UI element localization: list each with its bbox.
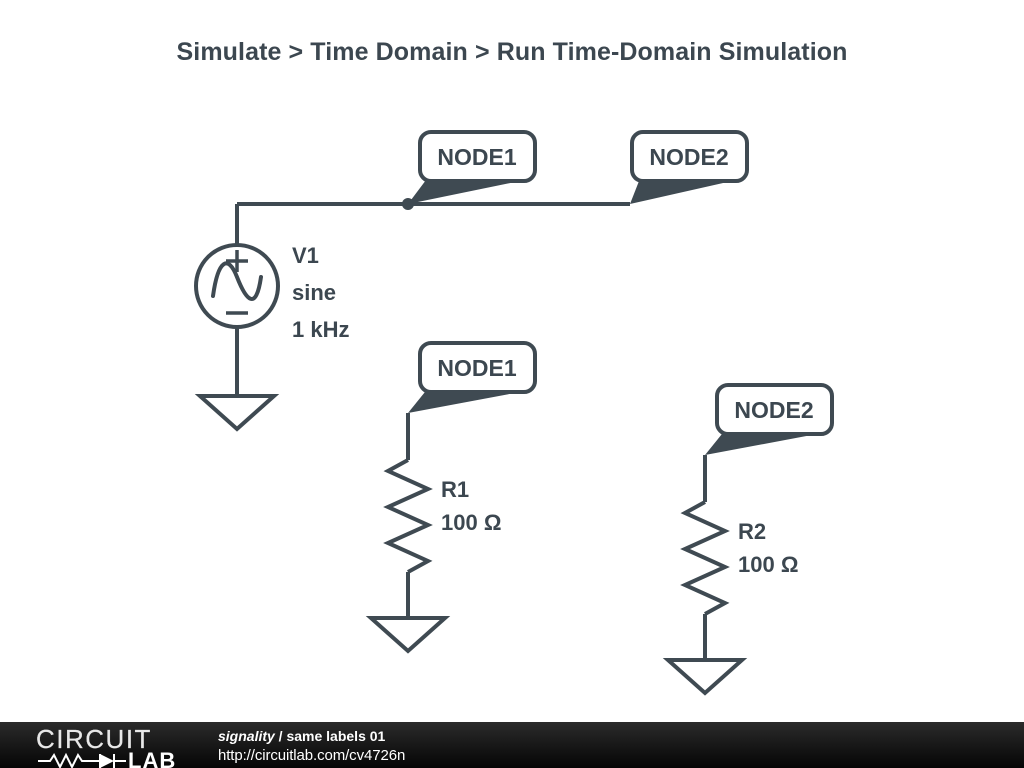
resistor-r1-zigzag [383,458,433,574]
node-label-text: NODE1 [437,144,516,170]
node-label-top-node2[interactable]: NODE2 [630,130,749,204]
logo-top-word: CIRCUIT [36,726,152,754]
component-designator: R1 [441,477,469,502]
circuitlab-logo: CIRCUIT LAB [36,726,176,768]
node-label-top-node1[interactable]: NODE1 [408,130,537,204]
footer-separator: / [274,728,287,744]
footer-bar: CIRCUIT LAB signality / same labels 01 h… [0,722,1024,768]
component-waveform: sine [292,280,336,305]
component-designator: V1 [292,243,319,268]
footer-url[interactable]: http://circuitlab.com/cv4726n [218,747,406,764]
footer-caption: signality / same labels 01 http://circui… [218,727,405,765]
node-label-text: NODE2 [734,397,813,423]
logo-bottom-word: LAB [128,748,176,768]
logo-diode-triangle-icon [100,754,114,768]
ground-r1 [365,616,451,654]
component-value: 100 Ω [738,552,798,577]
ground-v1 [194,394,280,432]
resistor-r2-annotation: R2 100 Ω [738,519,798,577]
node-label-r2-node2[interactable]: NODE2 [705,383,834,455]
footer-project-name: same labels 01 [286,728,386,744]
ground-r2 [662,658,748,696]
node-label-box [715,383,834,436]
component-frequency: 1 kHz [292,317,349,342]
node-label-text: NODE1 [437,355,516,381]
footer-project-author: signality [218,728,275,744]
voltage-source-v1-annotation: V1 sine 1 kHz [292,243,349,342]
resistor-r1-annotation: R1 100 Ω [441,477,501,535]
component-designator: R2 [738,519,766,544]
node-label-box [418,341,537,394]
node-label-text: NODE2 [649,144,728,170]
resistor-r2-zigzag [680,500,730,616]
voltage-source-sine-wave [211,261,263,301]
circuit-schematic: NODE1 NODE2 NODE1 NODE2 V1 sine 1 kHz R1 [194,130,834,696]
component-value: 100 Ω [441,510,501,535]
node-label-box [630,130,749,183]
footer-project-line: signality / same labels 01 [218,727,405,746]
node-label-r1-node1[interactable]: NODE1 [408,341,537,413]
voltage-source-plus-icon [226,250,248,272]
page-title: Simulate > Time Domain > Run Time-Domain… [176,38,848,66]
node-label-box [418,130,537,183]
